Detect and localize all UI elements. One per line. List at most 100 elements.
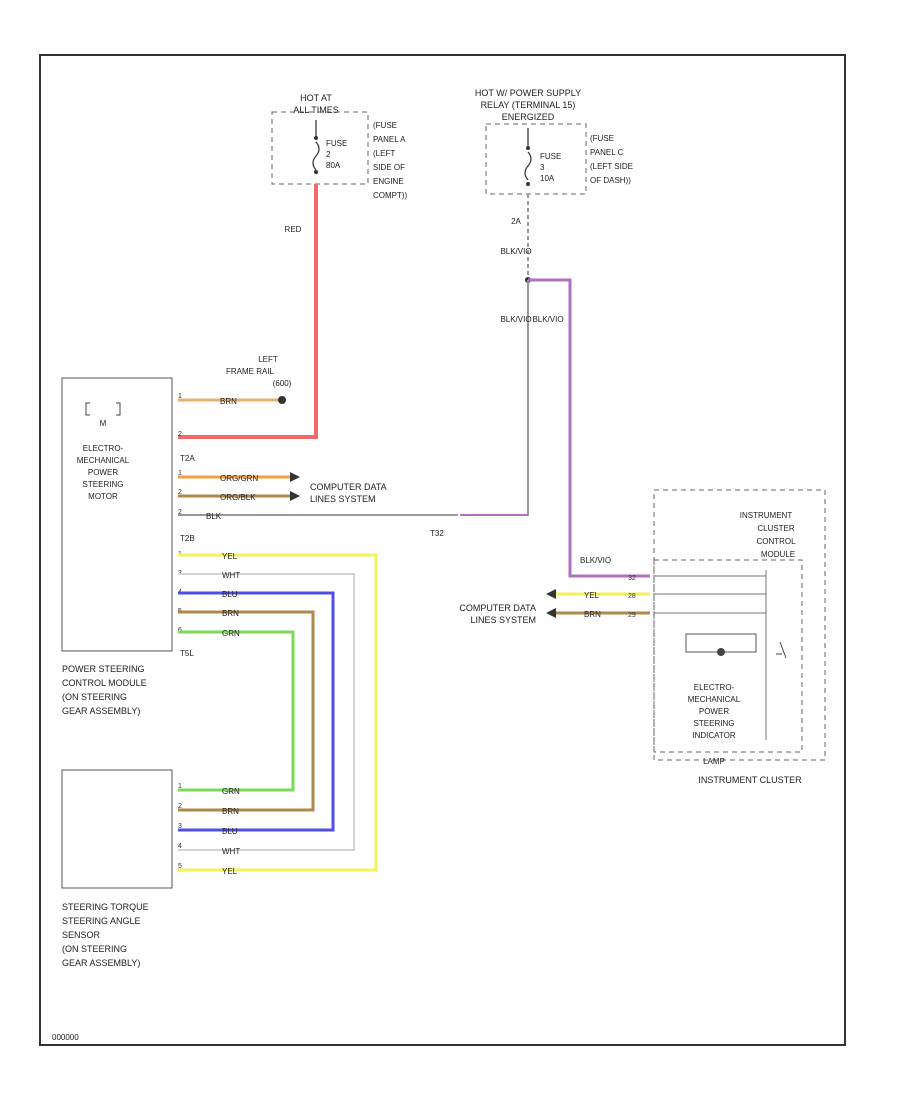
indicator-lamp-circuit: [685, 633, 757, 653]
red-wire-label: RED: [285, 225, 302, 234]
lamp-label-line-3: POWER: [699, 707, 729, 716]
svg-text:32: 32: [628, 575, 636, 582]
cluster-header-line-3: CONTROL: [756, 537, 796, 546]
cluster-control-module-box: [653, 559, 803, 753]
fuse-2-location-line-1: (FUSE: [590, 134, 614, 143]
fuse-1-header-line-1: HOT AT: [300, 93, 332, 103]
blk-vio-cluster-label: BLK/VIO: [580, 556, 611, 565]
svg-text:2: 2: [178, 431, 182, 438]
fuse-2-symbol: [524, 151, 532, 181]
instrument-cluster-box: [653, 489, 826, 761]
brn-wire-loop: [178, 610, 315, 812]
motor-symbol-icon: M: [85, 402, 121, 428]
module-pin-numbers: 1 2 1 2 2 1 3 4 5 6: [178, 393, 182, 634]
fuse-1-location-line-2: PANEL A: [373, 135, 406, 144]
control-module-caption-line-1: POWER STEERING: [62, 664, 145, 674]
splice-wire-label-top: BLK/VIO: [500, 247, 531, 256]
data-lines-label-top-line-1: COMPUTER DATA: [310, 482, 387, 492]
lamp-label-line-2: MECHANICAL: [688, 695, 741, 704]
fuse-2-label-line-3: 10A: [540, 174, 555, 183]
fuse-1-group: HOT AT ALL TIMES FUSE 2 80A (FUSE PANEL …: [271, 93, 408, 200]
svg-text:28: 28: [628, 593, 636, 600]
ground-label-line-3: (600): [273, 379, 292, 388]
power-steering-control-module-box: [61, 377, 173, 652]
sensor-caption-line-5: GEAR ASSEMBLY): [62, 958, 140, 968]
connector-t2b-label: T2B: [180, 534, 195, 543]
control-module-caption-line-4: GEAR ASSEMBLY): [62, 706, 140, 716]
fuse-1-node-top: [314, 136, 318, 140]
svg-text:1: 1: [178, 783, 182, 790]
fuse-1-header-line-2: ALL TIMES: [293, 105, 339, 115]
fuse-1-node-bottom: [314, 170, 318, 174]
connector-2a-label: 2A: [511, 217, 521, 226]
blk-vio-wire-label-left: BLK/VIO: [500, 315, 531, 324]
cluster-brn-label: BRN: [584, 610, 601, 619]
lamp-label-line-4: STEERING: [694, 719, 735, 728]
svg-text:1: 1: [178, 393, 182, 400]
fuse-1-location-line-3: (LEFT: [373, 149, 395, 158]
motor-label-line-4: STEERING: [83, 480, 124, 489]
motor-label-line-5: MOTOR: [88, 492, 118, 501]
svg-text:M: M: [100, 419, 107, 428]
blk-vio-wire-label-right: BLK/VIO: [532, 315, 563, 324]
data-lines-label-top-line-2: LINES SYSTEM: [310, 494, 376, 504]
fuse-1-location-line-1: (FUSE: [373, 121, 397, 130]
lamp-label-line-5: INDICATOR: [692, 731, 735, 740]
indicator-lamp-icon: [717, 648, 725, 656]
fuse-2-header-line-3: ENERGIZED: [502, 112, 555, 122]
sensor-caption-line-2: STEERING ANGLE: [62, 916, 141, 926]
svg-text:29: 29: [628, 612, 636, 619]
connector-t5l-label: T5L: [180, 649, 194, 658]
svg-text:2: 2: [178, 509, 182, 516]
data-lines-label-right-line-1: COMPUTER DATA: [459, 603, 536, 613]
cluster-header-line-1: INSTRUMENT: [740, 511, 793, 520]
motor-label-line-3: POWER: [88, 468, 118, 477]
fuse-2-node-top: [526, 146, 530, 150]
org-grn-arrow-icon: [290, 472, 300, 482]
switch-icon: [776, 641, 787, 659]
fuse-1-label-line-1: FUSE: [326, 139, 347, 148]
org-grn-wire-label: ORG/GRN: [220, 474, 258, 483]
data-lines-label-right-line-2: LINES SYSTEM: [470, 615, 536, 625]
svg-text:3: 3: [178, 823, 182, 830]
steering-sensor-box: [61, 769, 173, 889]
fuse-2-group: HOT W/ POWER SUPPLY RELAY (TERMINAL 15) …: [475, 88, 633, 195]
connector-t32-label: T32: [430, 529, 444, 538]
svg-text:2: 2: [178, 489, 182, 496]
fuse-2-label-line-1: FUSE: [540, 152, 561, 161]
control-module-caption-line-3: (ON STEERING: [62, 692, 127, 702]
instrument-cluster-caption: INSTRUMENT CLUSTER: [698, 775, 802, 785]
diagram-footer-code: 000000: [52, 1033, 79, 1042]
org-blk-wire-label: ORG/BLK: [220, 493, 256, 502]
fuse-2-node-bottom: [526, 182, 530, 186]
cluster-pin-numbers: 32 28 29: [628, 575, 636, 619]
wht-wire-loop: [178, 573, 355, 851]
fuse-2-location-line-3: (LEFT SIDE: [590, 162, 633, 171]
fuse-2-location-line-4: OF DASH)): [590, 176, 631, 185]
blu-wire-loop: [178, 591, 335, 832]
sensor-caption-line-3: SENSOR: [62, 930, 101, 940]
brn-label-top: BRN: [222, 609, 239, 618]
cluster-header-line-4: MODULE: [761, 550, 795, 559]
ground-label-line-2: FRAME RAIL: [226, 367, 275, 376]
ground-label-line-1: LEFT: [258, 355, 278, 364]
fuse-1-location-line-6: COMPT)): [373, 191, 408, 200]
svg-text:1: 1: [178, 470, 182, 477]
blu-label-top: BLU: [222, 590, 238, 599]
blu-label-bottom: BLU: [222, 827, 238, 836]
blk-vio-wire-to-cluster: [528, 278, 650, 578]
lamp-label-line-1: ELECTRO-: [694, 683, 735, 692]
yel-wire-loop: [178, 553, 378, 872]
yel-label-bottom: YEL: [222, 867, 238, 876]
org-blk-arrow-icon: [290, 491, 300, 501]
fuse-panel-a-box: [271, 111, 369, 185]
ground-point: [278, 396, 286, 404]
wht-label-bottom: WHT: [222, 847, 240, 856]
fuse-1-symbol: [312, 141, 320, 171]
cluster-header-line-2: CLUSTER: [757, 524, 795, 533]
fuse-1-location-line-5: ENGINE: [373, 177, 404, 186]
sensor-pin-numbers: 1 2 3 4 5: [178, 783, 182, 870]
yel-label-top: YEL: [222, 552, 238, 561]
red-wire: [178, 184, 318, 439]
